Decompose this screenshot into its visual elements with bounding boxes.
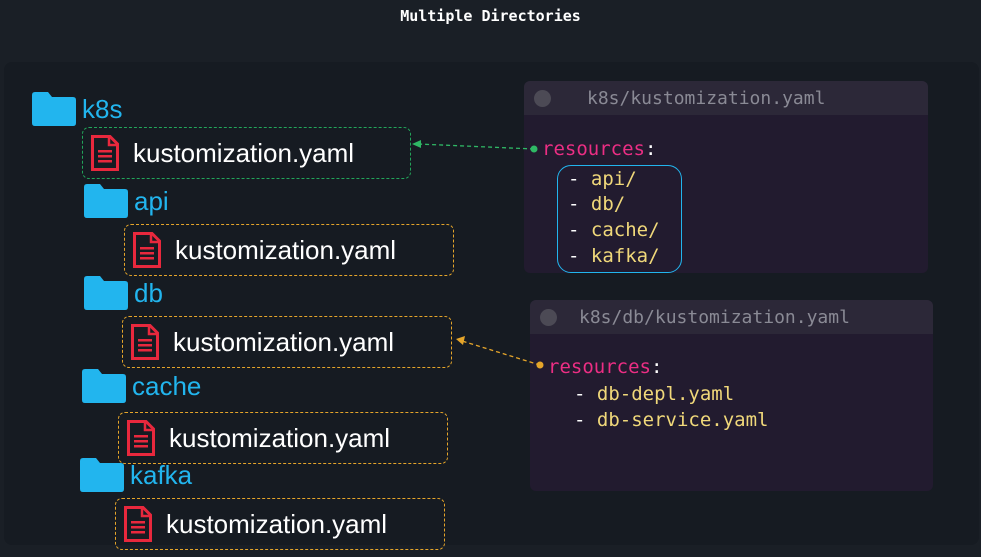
yaml-value: db/ — [590, 193, 626, 215]
window-dot-icon — [534, 89, 551, 107]
code-line-item: - cache/ — [568, 219, 660, 241]
folder-k8s: k8s — [32, 92, 122, 126]
file-label: kustomization.yaml — [169, 422, 391, 453]
yaml-colon: : — [650, 356, 663, 378]
yaml-value: db-depl.yaml — [596, 383, 735, 405]
resources-highlight — [557, 165, 682, 273]
file-kafka-kustomization: kustomization.yaml — [115, 498, 445, 550]
file-k8s-kustomization: kustomization.yaml — [82, 127, 411, 179]
page-title: Multiple Directories — [400, 7, 581, 25]
folder-api: api — [84, 184, 169, 218]
yaml-value: kafka/ — [590, 245, 660, 267]
file-icon — [127, 420, 155, 456]
folder-icon — [32, 92, 76, 126]
folder-icon — [84, 184, 128, 218]
code-block-db-kustomization: k8s/db/kustomization.yaml resources: - d… — [530, 300, 933, 491]
code-titlebar: k8s/kustomization.yaml — [524, 81, 928, 115]
code-line-item: - db/ — [568, 193, 626, 215]
file-icon — [133, 232, 161, 268]
yaml-colon: : — [644, 138, 657, 160]
file-icon — [124, 506, 152, 542]
yaml-key: resources — [542, 138, 645, 160]
folder-label: k8s — [82, 93, 123, 124]
folder-label: kafka — [130, 459, 193, 490]
yaml-key: resources — [548, 356, 651, 378]
file-label: kustomization.yaml — [175, 234, 397, 265]
yaml-value: api/ — [590, 168, 637, 190]
code-block-k8s-kustomization: k8s/kustomization.yaml resources: - api/… — [524, 81, 928, 273]
code-line-resources: resources: — [548, 356, 662, 378]
folder-icon — [84, 276, 128, 310]
folder-kafka: kafka — [80, 458, 192, 492]
code-line-item: - db-depl.yaml — [574, 383, 735, 405]
code-filename: k8s/kustomization.yaml — [587, 87, 826, 109]
folder-db: db — [84, 276, 163, 310]
code-line-item: - kafka/ — [568, 245, 660, 267]
folder-icon — [80, 458, 124, 492]
file-db-kustomization: kustomization.yaml — [122, 316, 452, 368]
file-cache-kustomization: kustomization.yaml — [118, 412, 448, 464]
folder-icon — [82, 369, 126, 403]
file-label: kustomization.yaml — [173, 326, 395, 357]
code-line-item: - db-service.yaml — [574, 409, 769, 431]
code-filename: k8s/db/kustomization.yaml — [579, 306, 850, 328]
yaml-value: db-service.yaml — [596, 409, 769, 431]
folder-label: cache — [132, 370, 202, 401]
window-dot-icon — [540, 308, 557, 326]
folder-label: db — [134, 277, 163, 308]
file-label: kustomization.yaml — [133, 137, 355, 168]
file-label: kustomization.yaml — [166, 508, 388, 539]
file-icon — [131, 324, 159, 360]
yaml-value: cache/ — [590, 219, 660, 241]
code-titlebar: k8s/db/kustomization.yaml — [530, 300, 933, 334]
file-icon — [91, 135, 119, 171]
folder-cache: cache — [82, 369, 201, 403]
file-api-kustomization: kustomization.yaml — [124, 224, 454, 276]
code-line-resources: resources: — [542, 138, 656, 160]
code-line-item: - api/ — [568, 168, 637, 190]
folder-label: api — [134, 185, 169, 216]
